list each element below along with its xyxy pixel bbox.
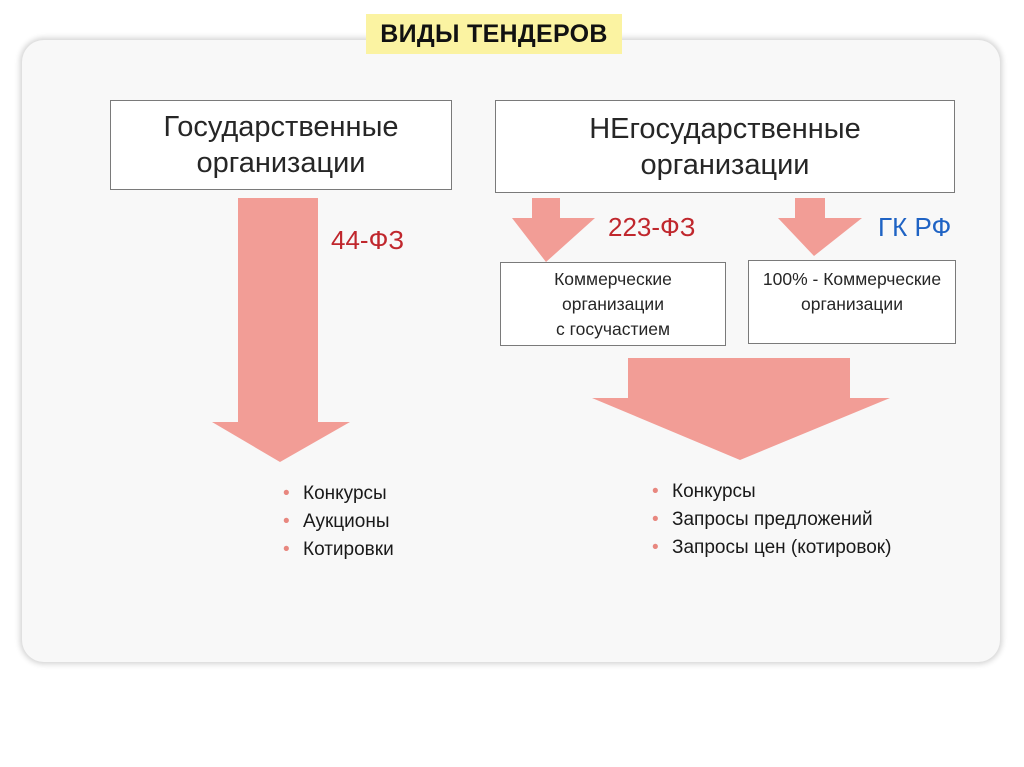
sub-box-2-line-2: организации: [801, 294, 903, 314]
sub-box-1-line-1: Коммерческие: [554, 268, 672, 289]
arrow-223-fz: [512, 198, 595, 262]
non-state-tender-types-list: Конкурсы Запросы предложений Запросы цен…: [652, 478, 891, 562]
law-gk-rf-label: ГК РФ: [878, 212, 952, 242]
list-item: Запросы цен (котировок): [652, 534, 891, 562]
non-state-box-line-2: организации: [640, 148, 810, 181]
state-organizations-box: Государственные организации: [110, 100, 452, 190]
list-item: Котировки: [283, 536, 394, 564]
list-item: Конкурсы: [652, 478, 891, 506]
non-state-box-line-1: НЕгосударственные: [589, 112, 861, 145]
state-participation-commercial-box: Коммерческие организации с госучастием: [500, 262, 726, 346]
arrow-state-to-tenders: [212, 198, 350, 462]
arrow-commercial-to-tenders: [592, 358, 890, 460]
state-box-line-2: организации: [196, 147, 366, 179]
sub-box-2-line-1: 100% - Коммерческие: [762, 269, 942, 289]
state-tender-types-list: Конкурсы Аукционы Котировки: [283, 480, 394, 564]
law-223-fz-label: 223-ФЗ: [608, 212, 696, 242]
list-item: Аукционы: [283, 508, 394, 536]
slide-title: ВИДЫ ТЕНДЕРОВ: [366, 14, 622, 54]
arrow-gk-rf: [778, 198, 862, 256]
fully-commercial-box: 100% - Коммерческие организации: [748, 260, 956, 344]
state-box-line-1: Государственные: [163, 111, 399, 143]
non-state-organizations-box: НЕгосударственные организации: [495, 100, 955, 193]
sub-box-1-line-3: с госучастием: [556, 318, 670, 339]
list-item: Запросы предложений: [652, 506, 891, 534]
law-44-fz-label: 44-ФЗ: [331, 225, 405, 255]
sub-box-1-line-2: организации: [562, 293, 664, 314]
list-item: Конкурсы: [283, 480, 394, 508]
